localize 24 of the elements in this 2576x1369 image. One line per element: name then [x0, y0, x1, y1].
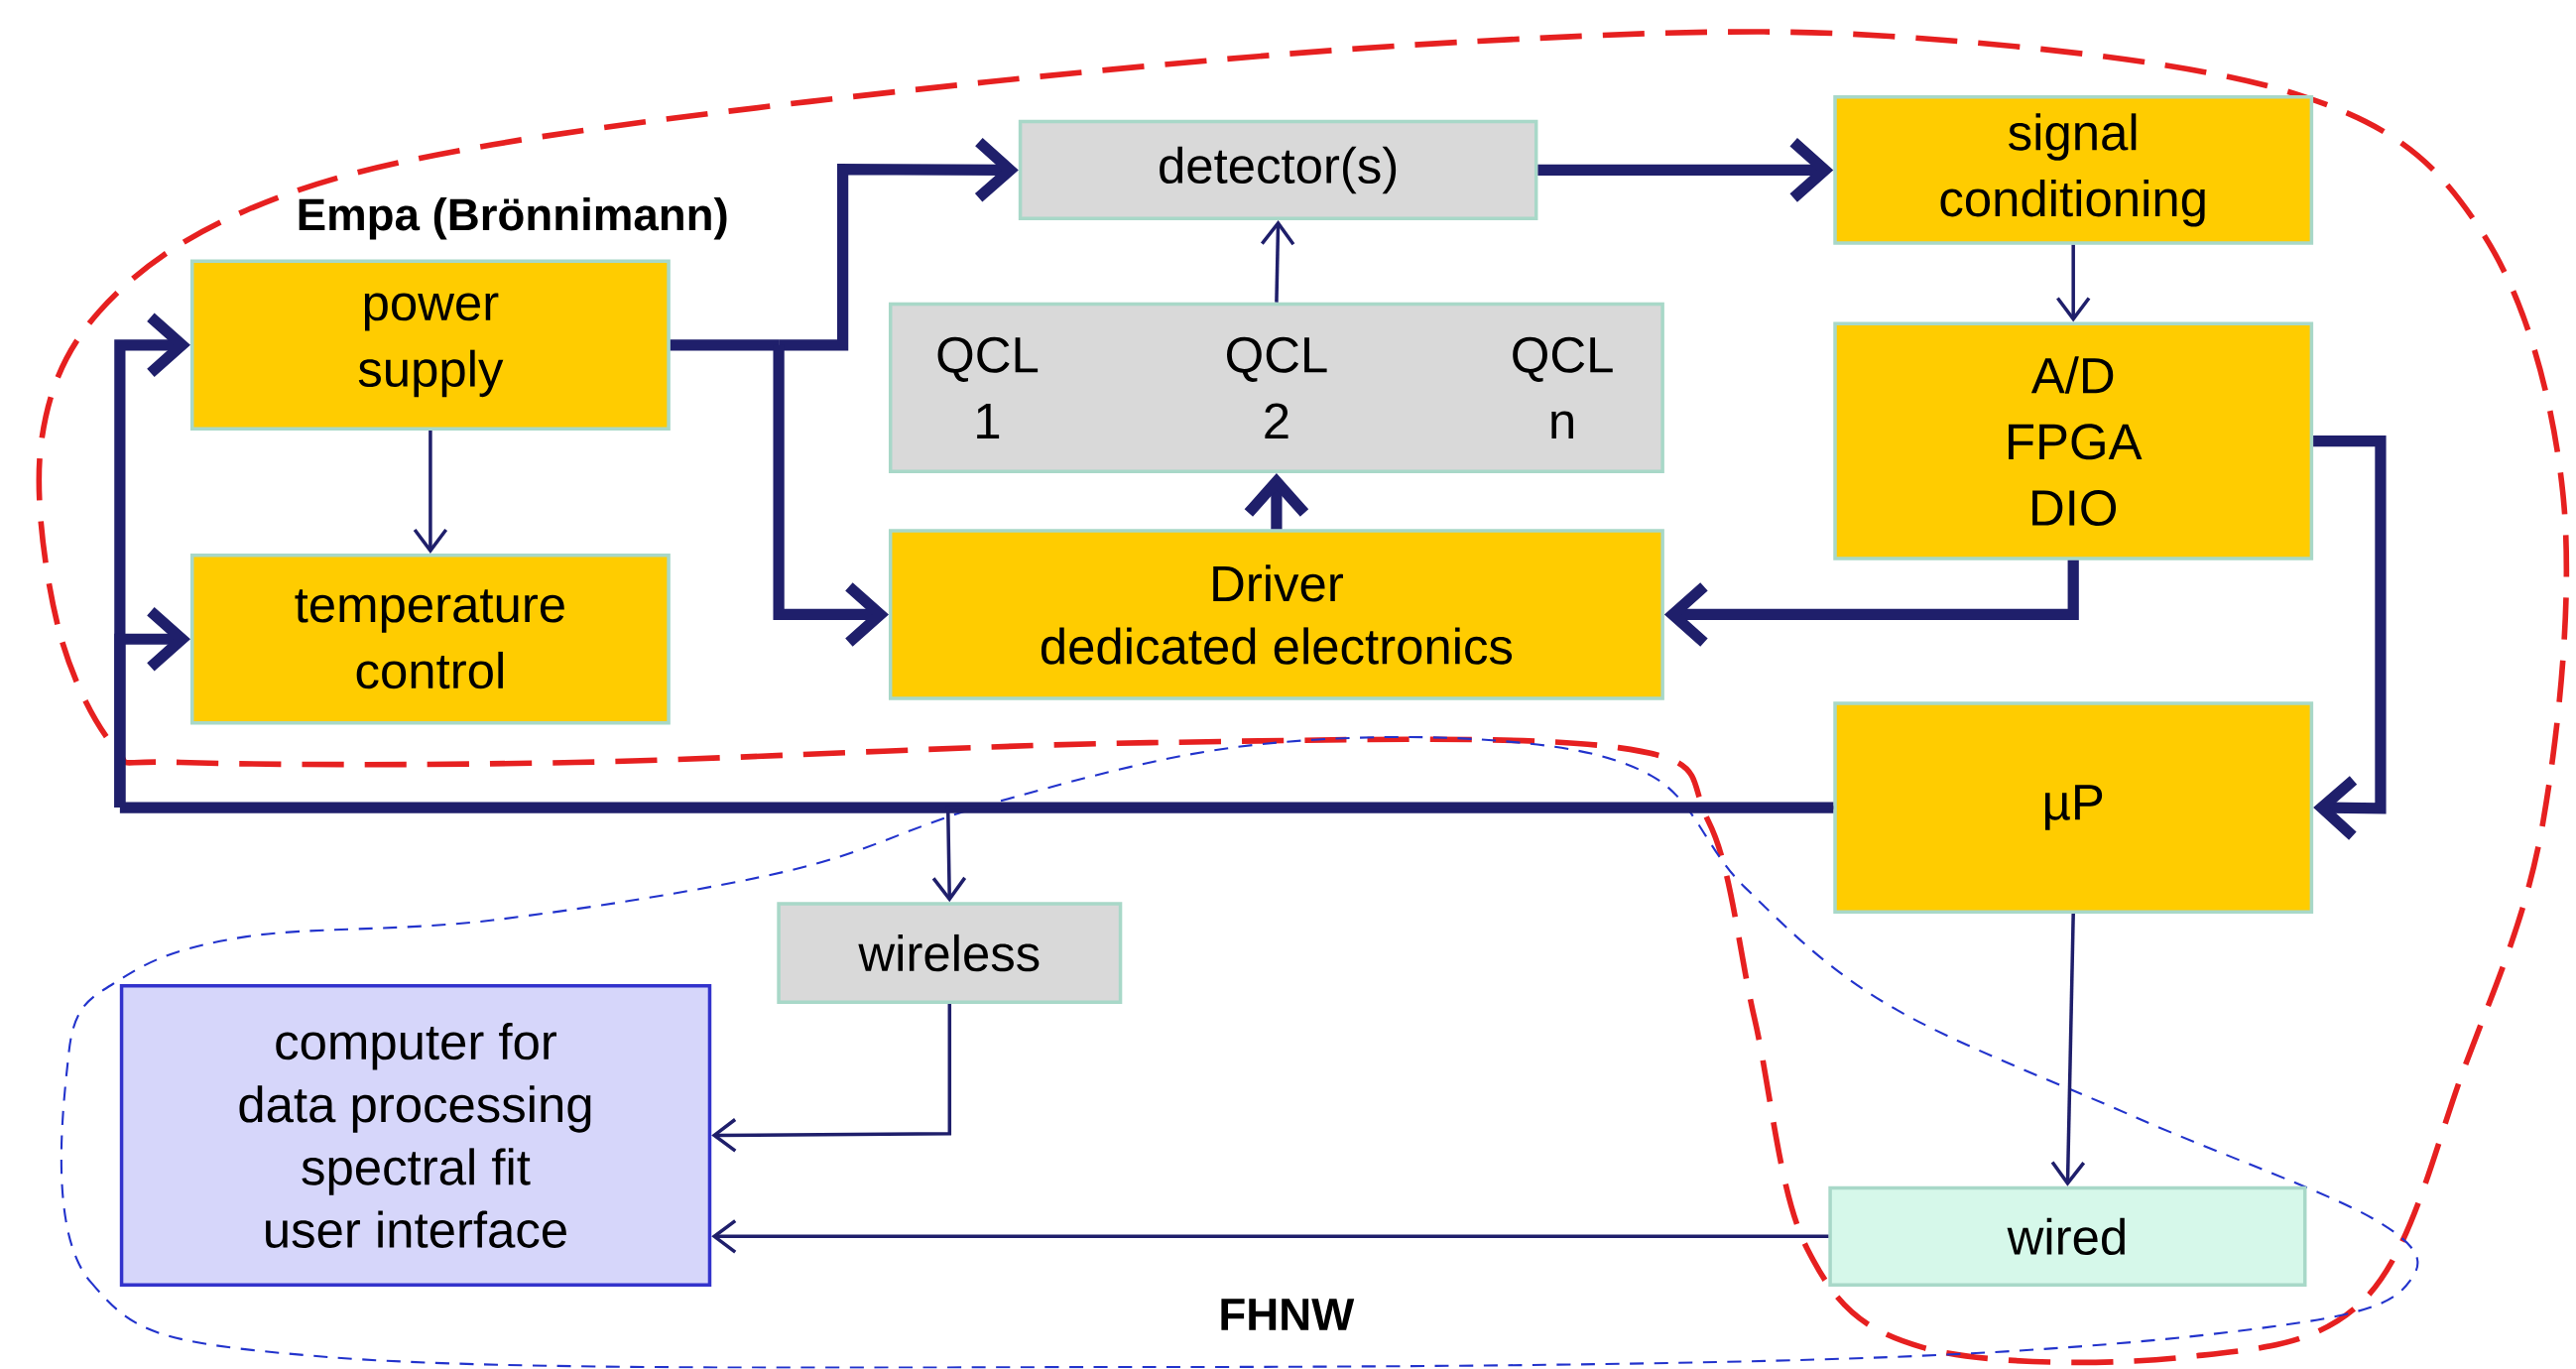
process-box: power supply [189, 259, 671, 432]
group-label: FHNW [1221, 1299, 1355, 1330]
process-box: signal conditioning [1833, 95, 2314, 246]
arrow [1537, 138, 1834, 202]
arrow [2050, 914, 2086, 1186]
arrow [711, 1004, 952, 1153]
arrow [1663, 560, 2079, 647]
process-box: A/D FPGA DIO [1833, 321, 2314, 561]
interface-box: wireless [777, 902, 1123, 1005]
processor-box: µP [1833, 701, 2314, 915]
interface-box: wired [1828, 1185, 2307, 1288]
arrow [931, 806, 1834, 903]
laser-array-box: QCL 1 QCL 2 QCL n [888, 302, 1664, 474]
process-box: temperature control [189, 554, 671, 725]
arrow [114, 312, 1834, 813]
process-box: Driver dedicated electronics [888, 529, 1664, 700]
arrow [1260, 220, 1295, 303]
arrow [413, 431, 448, 555]
arrow [670, 138, 1019, 647]
arrow [711, 1219, 1829, 1254]
arrow [2056, 245, 2091, 322]
arrow [2313, 436, 2387, 840]
detector-box: detector(s) [1018, 120, 1538, 221]
computer-box: computer for data processing spectral fit user interface [119, 984, 712, 1288]
